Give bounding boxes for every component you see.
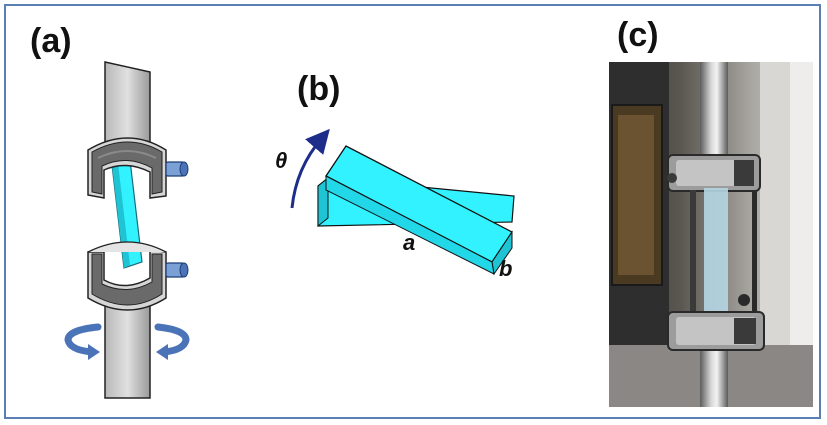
bolt-icon [165,161,189,177]
bolt-icon [165,262,189,278]
curved-rotation-arrow-icon [154,323,190,360]
theta-label: θ [275,148,288,173]
upper-grip-rod [700,62,728,162]
lower-clamp [87,241,167,311]
lower-rod [104,299,151,399]
curved-rotation-arrow-icon [64,323,102,360]
specimen-photo [704,188,728,320]
upper-rod [104,61,151,151]
panel-b-diagram [290,128,515,276]
dimension-a-label: a [403,230,416,255]
panel-c-label: (c) [617,16,659,54]
panel-c-photo [609,62,813,407]
panel-a-label: (a) [30,22,72,60]
upper-clamp [87,137,167,199]
figure-frame [4,4,821,419]
panel-b-label: (b) [297,70,341,108]
curved-arrow-icon [290,128,330,209]
panel-a-diagram [64,61,190,399]
dimension-b-label: b [499,256,513,281]
lower-grip-rod [700,345,728,407]
